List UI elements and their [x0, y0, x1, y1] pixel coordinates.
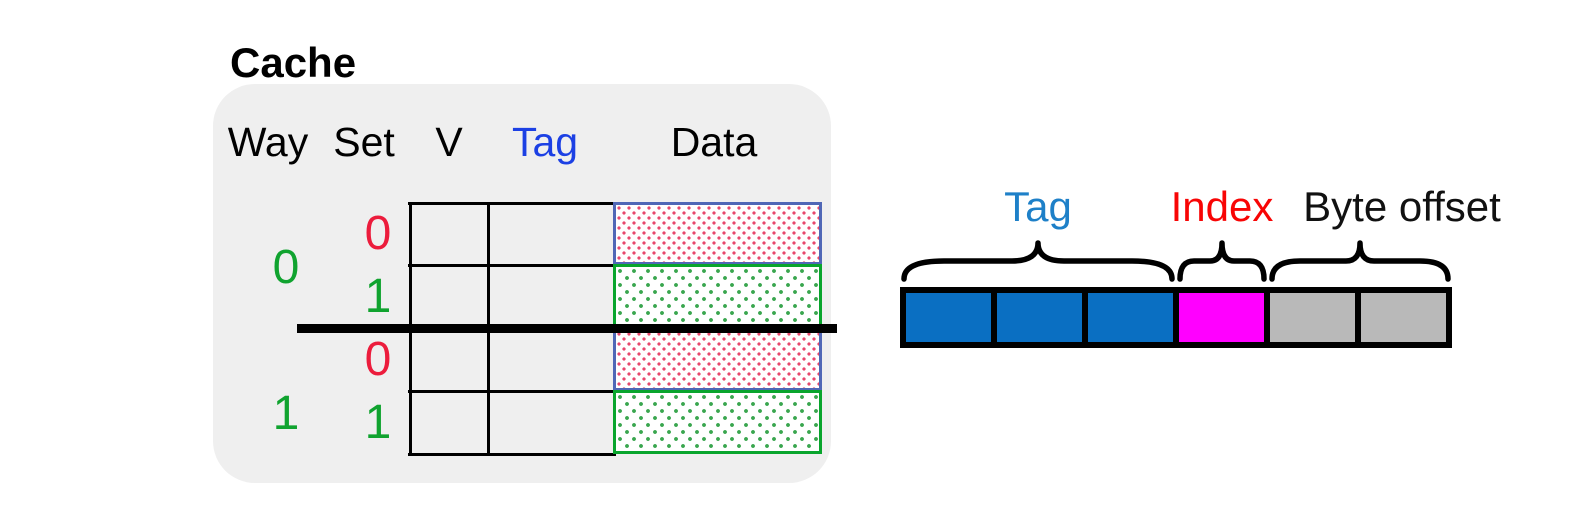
- address-bar: [900, 287, 1452, 348]
- table-hline-top: [408, 202, 616, 205]
- way-divider-line: [297, 324, 837, 333]
- table-hline-row3-4: [408, 390, 616, 393]
- column-header-tag: Tag: [511, 119, 579, 165]
- column-header-set: Set: [333, 119, 395, 165]
- set-label-row2: 0: [364, 333, 392, 386]
- data-cell-way1-set0: [613, 328, 822, 391]
- data-cell-way0-set0: [613, 202, 822, 265]
- cache-title: Cache: [230, 39, 357, 86]
- address-cell-tag-2: [997, 293, 1082, 342]
- set-label-row0: 0: [364, 207, 392, 260]
- address-cell-tag-3: [1088, 293, 1173, 342]
- table-hline-row1-2: [408, 264, 616, 267]
- column-header-way: Way: [227, 119, 309, 165]
- byte-offset-field-label: Byte offset: [1303, 183, 1501, 230]
- index-brace-icon: [1177, 240, 1267, 282]
- data-cell-way0-set1: [613, 264, 822, 328]
- address-cell-index: [1179, 293, 1264, 342]
- byte-offset-brace-icon: [1269, 240, 1451, 282]
- column-header-valid: V: [435, 119, 463, 165]
- address-cell-offset-2: [1361, 293, 1446, 342]
- column-header-data: Data: [670, 119, 758, 165]
- tag-field-label: Tag: [1004, 183, 1072, 230]
- way-label-0: 0: [272, 241, 300, 294]
- index-field-label: Index: [1170, 183, 1274, 230]
- set-label-row3: 1: [364, 396, 392, 449]
- tag-brace-icon: [901, 240, 1175, 282]
- table-hline-bottom: [408, 453, 616, 456]
- address-cell-offset-1: [1270, 293, 1355, 342]
- data-cell-way1-set1: [613, 390, 822, 454]
- set-label-row1: 1: [364, 270, 392, 323]
- address-cell-tag-1: [906, 293, 991, 342]
- way-label-1: 1: [272, 387, 300, 440]
